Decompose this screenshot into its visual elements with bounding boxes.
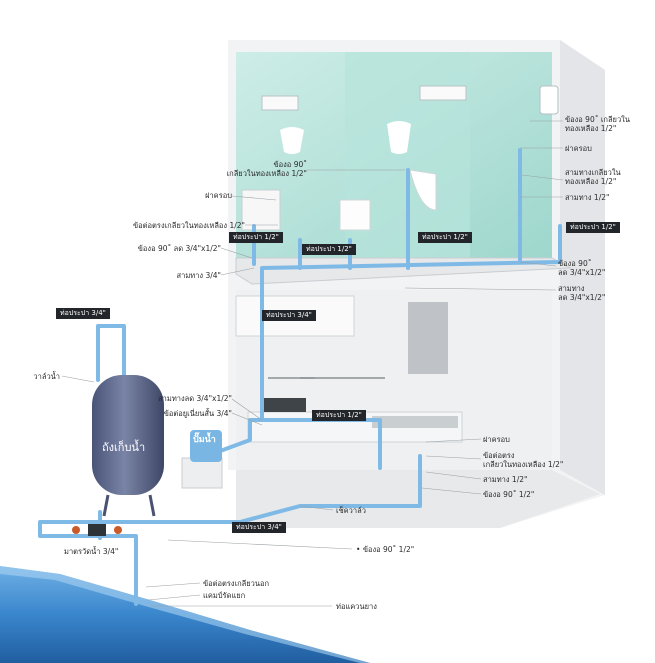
tag-pipe-three-quarter-mid: ท่อประปา 3/4" [262,310,316,321]
label-meter: มาตรวัดน้ำ 3/4" [64,547,118,556]
label-tee-three-quarter: สามทาง 3/4" [177,271,221,280]
label-valve: วาล์วน้ำ [33,372,60,381]
label-tee-tap: สามทางเกลียวในทองเหลือง 1/2" [565,168,621,186]
label-tee-red-mid: สามทางลด 3/4"x1/2" [158,394,232,403]
tag-pipe-half-4: ท่อประปา 1/2" [566,222,620,233]
label-elbow-red-left: ข้องอ 90˚ ลด 3/4"x1/2" [138,244,221,253]
label-coupling-outer: ข้อต่อตรงเกลียวนอก [203,579,269,588]
tag-pipe-three-quarter-top: ท่อประปา 3/4" [56,308,110,319]
label-tee-half: สามทาง 1/2" [565,193,609,202]
label-tee-red-right: สามทางลด 3/4"x1/2" [558,284,605,302]
tag-pipe-half-2: ท่อประปา 1/2" [302,244,356,255]
pump-label: ปั๊มน้ำ [193,432,216,446]
label-elbow-red-right: ข้องอ 90˚ลด 3/4"x1/2" [558,259,605,277]
tag-pipe-half-5: ท่อประปา 1/2" [312,410,366,421]
tag-pipe-half-3: ท่อประปา 1/2" [418,232,472,243]
label-elbow-90-tap: ข้องอ 90˚ เกลียวในทองเหลือง 1/2" [565,115,630,133]
tag-pipe-half-1: ท่อประปา 1/2" [229,232,283,243]
main-water-pipe [0,566,370,663]
label-elbow-bottom: • ข้องอ 90˚ 1/2" [356,545,414,554]
label-coupling-left: ข้อต่อตรงเกลียวในทองเหลือง 1/2" [133,221,245,230]
label-cap-left: ฝาครอบ [205,191,232,200]
label-cap-right: ฝาครอบ [483,435,510,444]
label-coupling-right: ข้อต่อตรงเกลียวในทองเหลือง 1/2" [483,451,563,469]
tank-label: ถังเก็บน้ำ [102,438,145,456]
label-union: ข้อต่อยูเนี่ยนสั้น 3/4" [164,409,232,418]
label-elbow-half-right: ข้องอ 90˚ 1/2" [483,490,534,499]
label-check-valve: เช็ควาล์ว [336,506,366,515]
label-saddle: แคมป์รัดแยก [203,591,245,600]
tag-pipe-three-quarter-bottom: ท่อประปา 3/4" [232,522,286,533]
label-main-pipe: ท่อแควนยาง [336,602,377,611]
label-stop-valve: ฝาครอบ [565,144,592,153]
label-elbow-90-mid: ข้องอ 90˚เกลียวในทองเหลือง 1/2" [227,160,307,178]
label-tee-half-right: สามทาง 1/2" [483,475,527,484]
